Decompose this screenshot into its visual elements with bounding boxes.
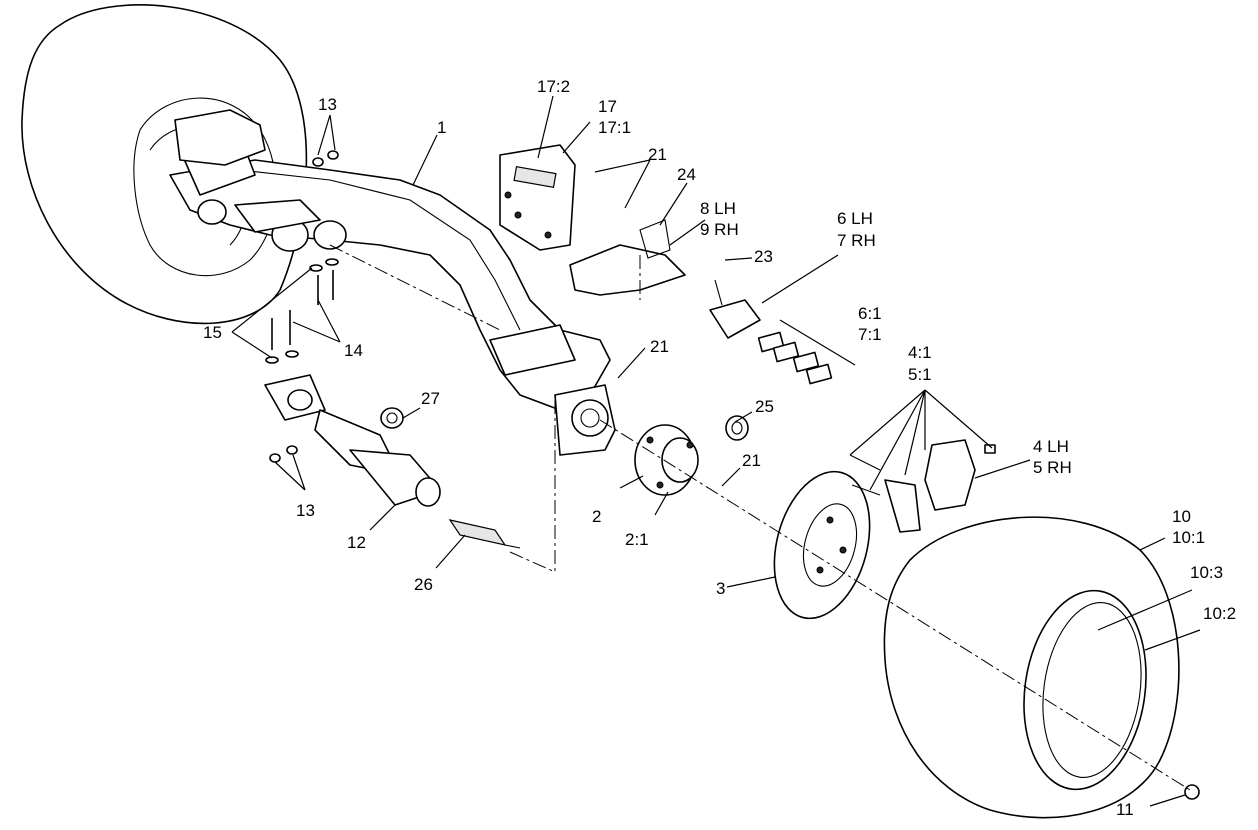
leader-lines [231,95,1201,807]
steering-knuckle [554,384,616,456]
callout-17-1: 17:1 [598,118,631,137]
callout-17: 17 [598,97,617,116]
callout-6-1: 6:1 [858,304,882,323]
caliper-mount-bracket [569,219,686,296]
callout-5-rh: 5 RH [1033,458,1072,477]
axle-nut [725,415,749,441]
brake-rotor [773,470,871,620]
callout-2-1: 2:1 [625,530,649,549]
assembly-centerlines [329,244,1191,791]
right-tire [883,516,1180,819]
callout-7-1: 7:1 [858,325,882,344]
callout-1: 1 [437,118,446,137]
callout-21-bottom: 21 [742,451,761,470]
callout-10-2: 10:2 [1203,604,1236,623]
callout-10-3: 10:3 [1190,563,1223,582]
callout-2: 2 [592,507,601,526]
drive-shaft [264,374,441,507]
wheel-hub [634,424,699,496]
callout-27: 27 [421,389,440,408]
callout-9-rh: 9 RH [700,220,739,239]
callout-23: 23 [754,247,773,266]
brake-caliper [849,439,996,533]
callout-11: 11 [1116,800,1134,819]
callout-5-1: 5:1 [908,365,932,384]
callout-21-mid: 21 [650,337,669,356]
callout-6-lh: 6 LH [837,209,873,228]
callout-10-1: 10:1 [1172,528,1205,547]
callout-4-lh: 4 LH [1033,437,1069,456]
callout-3: 3 [716,579,725,598]
callout-12: 12 [347,533,366,552]
callout-14: 14 [344,341,363,360]
callout-8-lh: 8 LH [700,199,736,218]
callout-labels: 1 13 17:2 17 17:1 21 24 8 LH 9 RH 6 LH 7… [203,77,1236,819]
callout-10: 10 [1172,507,1191,526]
callout-24: 24 [677,165,696,184]
left-hub-assembly [174,109,347,252]
callout-21-top: 21 [648,145,667,164]
callout-13-top: 13 [318,95,337,114]
lug-nut [1184,784,1200,800]
callout-7-rh: 7 RH [837,231,876,250]
pad-sensor [709,279,761,339]
callout-26: 26 [414,575,433,594]
callout-15: 15 [203,323,222,342]
brake-pads [757,331,833,385]
callout-17-2: 17:2 [537,77,570,96]
callout-13-bottom: 13 [296,501,315,520]
callout-25: 25 [755,397,774,416]
mounting-bracket [499,144,576,251]
callout-4-1: 4:1 [908,343,932,362]
spline-shaft [448,519,521,549]
bushing [380,407,404,429]
bolts-and-washers [265,150,339,463]
